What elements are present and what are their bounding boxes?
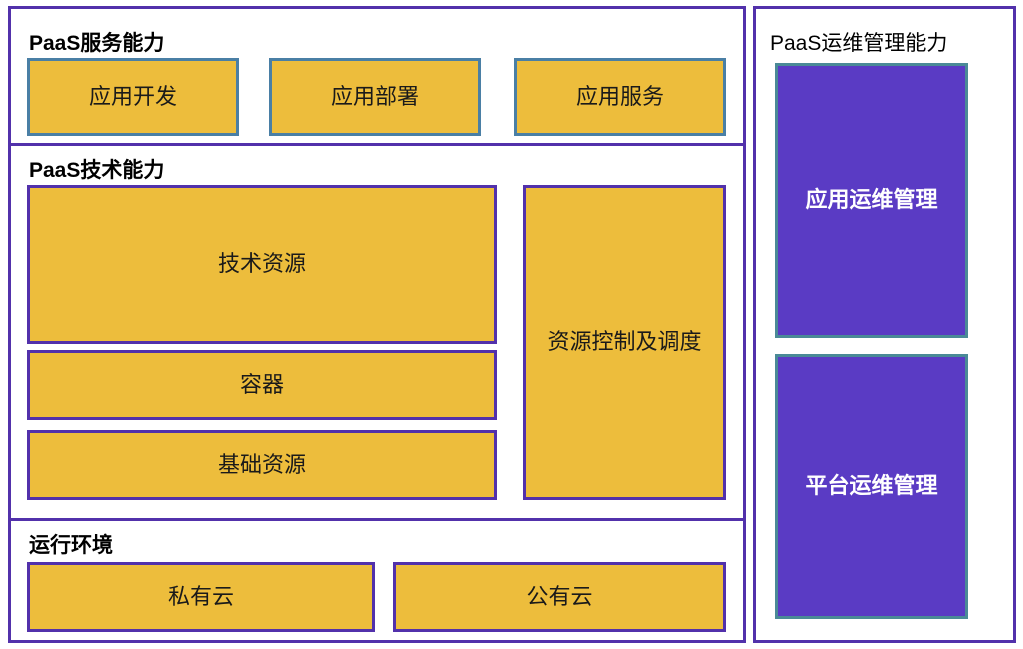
- tile-application-operations-management[interactable]: 应用运维管理: [775, 63, 968, 338]
- tile-application-service[interactable]: 应用服务: [514, 58, 726, 136]
- tile-resource-control-and-scheduling[interactable]: 资源控制及调度: [523, 185, 726, 500]
- section-title-paas-technology: PaaS技术能力: [29, 159, 165, 182]
- tile-platform-operations-management[interactable]: 平台运维管理: [775, 354, 968, 619]
- section-title-runtime-environment: 运行环境: [29, 534, 113, 557]
- tile-technical-resources[interactable]: 技术资源: [27, 185, 497, 344]
- right-panel: PaaS运维管理能力 应用运维管理 平台运维管理: [753, 6, 1016, 643]
- tile-private-cloud[interactable]: 私有云: [27, 562, 375, 632]
- tile-public-cloud[interactable]: 公有云: [393, 562, 726, 632]
- tile-label: 私有云: [167, 583, 234, 609]
- tile-infrastructure-resources[interactable]: 基础资源: [27, 430, 497, 500]
- tile-label: 应用开发: [88, 83, 177, 109]
- tile-label: 平台运维管理: [805, 473, 938, 499]
- tile-application-deployment[interactable]: 应用部署: [269, 58, 481, 136]
- tile-label: 应用部署: [330, 83, 419, 109]
- left-panel: PaaS服务能力 应用开发 应用部署 应用服务 PaaS技术能力 技术资源 容器…: [8, 6, 746, 643]
- tile-label: 基础资源: [217, 451, 306, 477]
- section-divider-service-technology: [11, 143, 743, 146]
- tile-container[interactable]: 容器: [27, 350, 497, 420]
- tile-label: 技术资源: [217, 251, 306, 277]
- tile-label: 容器: [239, 371, 284, 397]
- section-divider-technology-runtime: [11, 518, 743, 521]
- tile-application-development[interactable]: 应用开发: [27, 58, 239, 136]
- tile-label: 公有云: [526, 583, 593, 609]
- section-title-paas-operations: PaaS运维管理能力: [770, 32, 948, 55]
- section-title-paas-service: PaaS服务能力: [29, 32, 165, 55]
- tile-label: 应用运维管理: [805, 187, 938, 213]
- tile-label: 应用服务: [575, 83, 664, 109]
- tile-label: 资源控制及调度: [547, 329, 702, 355]
